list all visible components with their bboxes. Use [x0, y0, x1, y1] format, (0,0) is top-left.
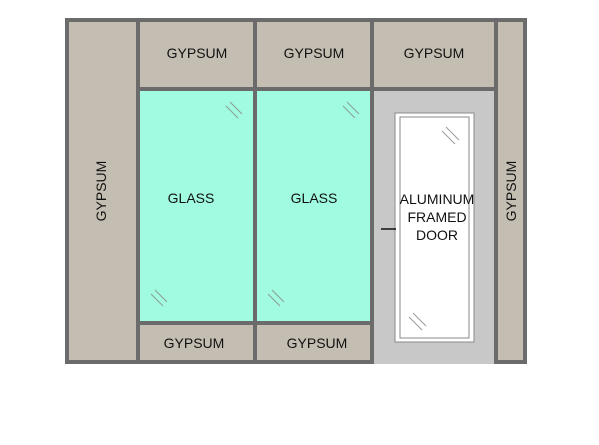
gypsum-panel-bottom-2	[257, 325, 370, 360]
gypsum-panel-right	[498, 22, 523, 360]
door-label-line-3: DOOR	[416, 227, 458, 243]
door-label-line-2: FRAMED	[407, 209, 466, 225]
door-leaf	[394, 112, 475, 343]
glass-label-2: GLASS	[291, 190, 338, 206]
glass-panel-2	[257, 91, 370, 321]
door-label-line-1: ALUMINUM	[400, 191, 475, 207]
glass-glint-marks-2	[267, 101, 360, 307]
gypsum-label-top-3: GYPSUM	[404, 45, 465, 61]
gypsum-label-left: GYPSUM	[93, 161, 109, 222]
gypsum-label-right: GYPSUM	[503, 161, 519, 222]
gypsum-label-bottom-1: GYPSUM	[164, 335, 225, 351]
gypsum-panel-top-3	[374, 22, 494, 87]
gypsum-panel-left	[69, 22, 136, 360]
gypsum-panel-top-1	[140, 22, 253, 87]
glass-glint-marks-1	[150, 101, 243, 307]
gypsum-label-top-1: GYPSUM	[167, 45, 228, 61]
gypsum-panel-bottom-1	[140, 325, 253, 360]
gypsum-label-bottom-2: GYPSUM	[287, 335, 348, 351]
door-glint-marks	[408, 126, 460, 331]
glass-label-1: GLASS	[168, 190, 215, 206]
gypsum-panel-top-2	[257, 22, 370, 87]
glass-panel-1	[140, 91, 253, 321]
door-glazing	[399, 116, 470, 339]
gypsum-label-top-2: GYPSUM	[284, 45, 345, 61]
